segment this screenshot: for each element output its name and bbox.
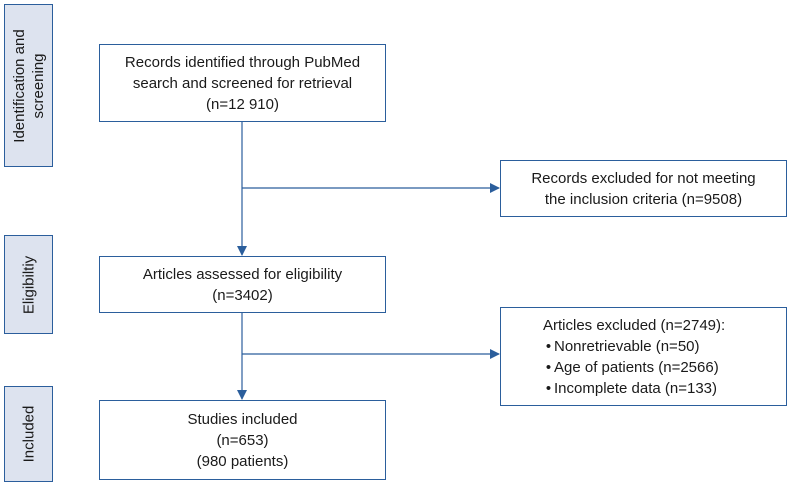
exclusion-reason-text: Incomplete data (n=133) — [554, 379, 718, 397]
exclusion-reason-item: •Age of patients (n=2566) — [543, 357, 719, 378]
articles-excluded-box: Articles excluded (n=2749): •Nonretrieva… — [500, 307, 787, 406]
records-excluded-box: Records excluded for not meeting the inc… — [500, 160, 787, 217]
articles-excluded-heading: Articles excluded (n=2749): — [543, 316, 726, 334]
records-identified-count: (n=12 910) — [206, 95, 279, 113]
studies-included-count: (n=653) — [216, 431, 269, 449]
records-excluded-line1: Records excluded for not meeting — [531, 169, 756, 187]
bullet-icon: • — [545, 379, 552, 397]
stage-eligibility: Eligibiltiy — [4, 235, 53, 334]
stage-identification-line1: Identification and — [10, 28, 28, 143]
stage-identification-label: Identification and screening — [10, 29, 48, 142]
articles-assessed-count: (n=3402) — [212, 286, 273, 304]
bullet-icon: • — [545, 337, 552, 355]
articles-assessed-box: Articles assessed for eligibility (n=340… — [99, 256, 386, 313]
bullet-icon: • — [545, 358, 552, 376]
exclusion-reason-item: •Nonretrievable (n=50) — [543, 336, 700, 357]
studies-included-line1: Studies included — [187, 410, 298, 428]
exclusion-reason-item: •Incomplete data (n=133) — [543, 378, 717, 399]
stage-identification-line2: screening — [29, 52, 47, 119]
records-identified-line2: search and screened for retrieval — [132, 74, 353, 92]
studies-included-box: Studies included (n=653) (980 patients) — [99, 400, 386, 480]
stage-identification-screening: Identification and screening — [4, 4, 53, 167]
stage-eligibility-label: Eligibiltiy — [20, 255, 37, 314]
exclusion-reason-text: Nonretrievable (n=50) — [554, 337, 700, 355]
exclusion-reason-text: Age of patients (n=2566) — [554, 358, 719, 376]
articles-assessed-line1: Articles assessed for eligibility — [142, 265, 343, 283]
records-excluded-line2: the inclusion criteria (n=9508) — [544, 190, 743, 208]
stage-included-label: Included — [20, 405, 37, 463]
stage-included: Included — [4, 386, 53, 482]
records-identified-box: Records identified through PubMed search… — [99, 44, 386, 122]
records-identified-line1: Records identified through PubMed — [124, 53, 361, 71]
studies-included-patients: (980 patients) — [196, 452, 289, 470]
